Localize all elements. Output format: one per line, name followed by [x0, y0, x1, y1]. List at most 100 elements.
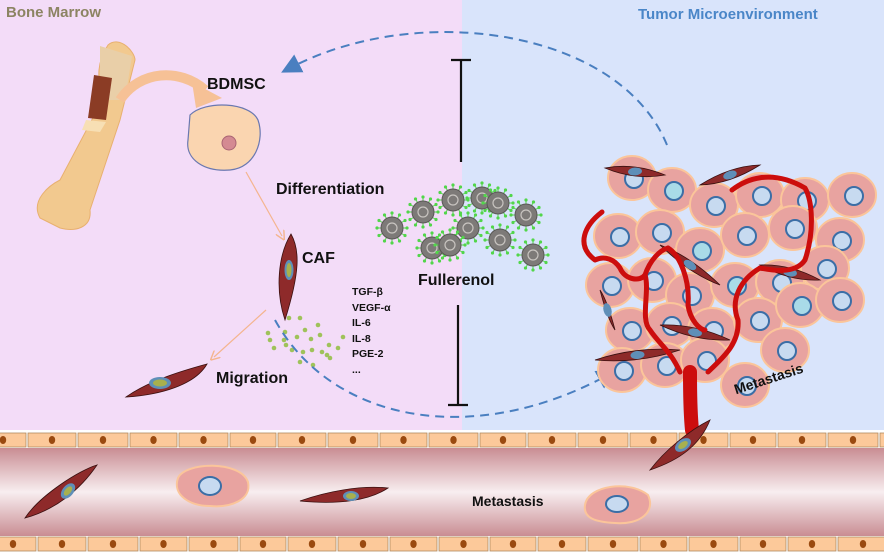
- tumor-cell: [689, 182, 739, 228]
- fullerenol-molecule: [516, 238, 550, 272]
- endothelial-cell: [389, 536, 438, 552]
- vessel-caf-1: [24, 464, 98, 519]
- endothelial-cell: [489, 536, 537, 552]
- cytokine-item: ...: [352, 363, 361, 376]
- bone-to-bdmsc-arrow: [115, 70, 209, 104]
- fullerenol-molecule: [451, 211, 485, 245]
- inhibition-bottom: [448, 305, 468, 407]
- bone-arrow-head: [192, 82, 222, 108]
- cytokine-dot: [281, 337, 287, 343]
- blood-vessel: [0, 448, 884, 536]
- endothelial-cell: [739, 536, 787, 552]
- cytokine-dot: [319, 349, 325, 355]
- endothelial-cell: [629, 432, 678, 448]
- endothelial-cell: [837, 536, 884, 552]
- endothelial-cell: [787, 536, 837, 552]
- endothelial-cell: [139, 536, 188, 552]
- cytokine-item: TGF-β: [352, 286, 383, 298]
- tumor-microenvironment-title: Tumor Microenvironment: [638, 6, 818, 23]
- endothelial-cell: [537, 536, 587, 552]
- endothelial-cell: [277, 432, 327, 448]
- endothelial-cell: [188, 536, 239, 552]
- tumor-caf: [594, 348, 681, 362]
- endothelial-cell: [879, 432, 884, 448]
- inhibition-top: [451, 58, 471, 162]
- endothelial-cell: [87, 536, 139, 552]
- bdmsc-cell: [187, 104, 261, 171]
- cytokine-dot: [340, 334, 346, 340]
- bone-icon: [37, 41, 136, 230]
- differentiation-arrow: [245, 171, 282, 236]
- bone-marrow-title: Bone Marrow: [6, 4, 102, 21]
- cytokine-dot: [283, 342, 289, 348]
- tumor-cell: [733, 297, 783, 343]
- endothelial-cell: [229, 432, 277, 448]
- cytokine-dot: [324, 352, 330, 358]
- cytokine-item: IL-6: [352, 317, 371, 329]
- cytokine-dot: [286, 315, 292, 321]
- dashed-arrow-to-bdmsc: [281, 31, 668, 146]
- tumor-cell: [768, 205, 818, 251]
- cytokine-dot: [300, 349, 306, 355]
- fullerenol-molecule: [375, 211, 409, 245]
- cytokine-dot: [294, 334, 300, 340]
- tumor-caf: [603, 165, 667, 178]
- bdmsc-label: BDMSC: [207, 76, 266, 93]
- fullerenol-molecule: [433, 228, 467, 262]
- endothelial-cell: [587, 536, 639, 552]
- cytokine-dot: [302, 327, 308, 333]
- cytokine-dot: [327, 355, 333, 361]
- fullerenol-label: Fullerenol: [418, 272, 495, 289]
- dashed-arrow-to-tumor: [274, 319, 617, 418]
- fullerenol-molecule: [436, 183, 470, 217]
- endothelium-bottom: [0, 536, 884, 552]
- endothelial-cell: [577, 432, 629, 448]
- tumor-caf: [698, 164, 762, 186]
- endothelial-cell: [729, 432, 777, 448]
- endothelial-cell: [178, 432, 229, 448]
- caf-cell: [278, 233, 298, 322]
- cytokine-dot: [309, 347, 315, 353]
- endothelial-cell: [0, 536, 37, 552]
- cytokine-dot: [315, 322, 321, 328]
- tumor-vasculature: [581, 174, 814, 437]
- fullerenol-molecule: [406, 195, 440, 229]
- tumor-cell: [827, 172, 877, 218]
- fullerenol-molecules: [375, 181, 550, 272]
- cytokine-dot: [335, 345, 341, 351]
- cytokine-item: PGE-2: [352, 348, 384, 360]
- vessel-tumor-cell-1: [175, 464, 250, 508]
- cytokine-dot: [267, 337, 273, 343]
- endothelial-cell: [27, 432, 77, 448]
- cytokine-item: VEGF-α: [352, 301, 391, 314]
- cytokine-dot: [326, 342, 332, 348]
- fullerenol-molecule: [481, 186, 515, 220]
- tumor-cell: [585, 262, 635, 308]
- endothelial-cell: [337, 536, 389, 552]
- vessel-tumor-cell-2: [583, 485, 651, 525]
- cytokine-dot: [289, 347, 295, 353]
- tumor-cell: [720, 212, 770, 258]
- cytokine-list: TGF-β VEGF-α IL-6 IL-8 PGE-2 ...: [352, 285, 391, 378]
- tumor-caf: [659, 324, 731, 341]
- cytokine-dot: [265, 330, 271, 336]
- tumor-cell: [775, 282, 825, 328]
- tumor-cell: [720, 362, 770, 408]
- endothelial-cell: [527, 432, 577, 448]
- endothelial-cell: [428, 432, 479, 448]
- endothelial-cell: [0, 432, 27, 448]
- endothelial-cell: [438, 536, 489, 552]
- metastasis-vessel-label: Metastasis: [472, 493, 544, 509]
- migration-label: Migration: [216, 370, 288, 387]
- endothelial-cell: [327, 432, 379, 448]
- endothelial-cell: [129, 432, 178, 448]
- endothelial-cell: [688, 536, 739, 552]
- extravasating-caf: [648, 419, 711, 471]
- tumor-cell: [815, 277, 865, 323]
- cytokine-dot: [310, 362, 316, 368]
- endothelial-cell: [37, 536, 87, 552]
- tumor-cell: [735, 172, 785, 218]
- endothelial-cell: [239, 536, 287, 552]
- cytokine-dot: [317, 332, 323, 338]
